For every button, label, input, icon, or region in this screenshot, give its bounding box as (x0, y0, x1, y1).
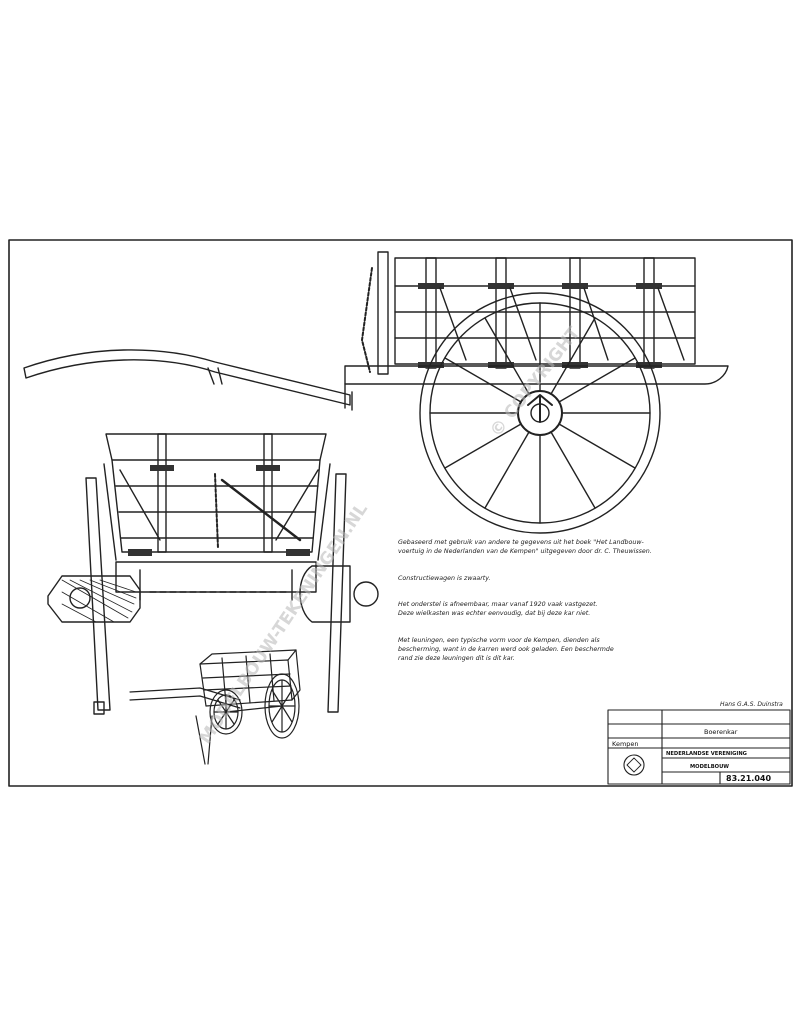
front-view-cart (47, 433, 379, 715)
side-view-cart (23, 251, 729, 534)
note-line-8: rand zie deze leuningen dit is dit kar. (398, 654, 515, 662)
front-axle (115, 561, 317, 593)
note-line-4: Het onderstel is afneembaar, maar vanaf … (398, 600, 598, 608)
perspective-view-cart (129, 649, 301, 765)
note-line-6: Met leuningen, een typische vorm voor de… (398, 636, 600, 644)
side-body (394, 257, 696, 365)
organisation-line-2: MODELBOUW (690, 764, 729, 770)
watermark-copyright: © COPYRIGHT (486, 323, 584, 441)
organisation-line-1: NEDERLANDSE VERENIGING (666, 751, 747, 757)
drawn-by: Hans G.A.S. Duinstra (720, 701, 783, 708)
note-line-5: Deze wielkasten was echter eenvoudig, da… (398, 609, 590, 617)
watermark-site: MODELBOUW-TEKENINGEN.NL (196, 500, 372, 748)
hub-section (47, 575, 141, 623)
notes-block: Gebaseerd met gebruik van andere te gege… (398, 538, 652, 662)
model-name: Kempen (612, 740, 639, 748)
drawing-type: Boerenkar (704, 728, 738, 736)
side-frame (344, 365, 729, 385)
side-wheel (419, 292, 661, 534)
note-line-7: bescherming, want in de karren werd ook … (398, 645, 614, 653)
drawing-border (8, 239, 793, 787)
right-wheel-edge (327, 473, 347, 713)
title-block-frame (607, 709, 791, 785)
front-post (377, 251, 389, 375)
shaft (23, 349, 351, 406)
left-wheel-edge (85, 477, 111, 711)
note-line-1: Gebaseerd met gebruik van andere te gege… (398, 538, 645, 546)
title-block: Hans G.A.S. Duinstra Kempen Boerenkar NE… (612, 701, 783, 783)
organisation-logo (623, 754, 645, 776)
note-line-3: Constructiewagen is zwaarty. (398, 574, 491, 582)
drawing-number: 83.21.040 (726, 774, 771, 783)
note-line-2: voertuig in de Nederlanden van de Kempen… (398, 547, 652, 555)
